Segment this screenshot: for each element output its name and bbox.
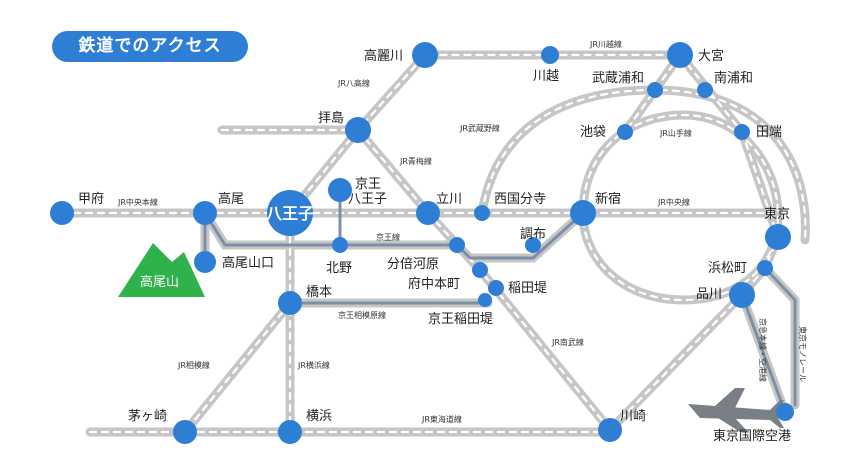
station-chofu — [525, 237, 541, 253]
label-ikebukuro: 池袋 — [580, 125, 606, 140]
station-ikebukuro — [617, 124, 633, 140]
station-shinagawa — [729, 282, 755, 308]
label-line-chuo: JR中央線 — [657, 197, 690, 207]
station-kofu — [50, 201, 74, 225]
label-fuchu-hommachi: 府中本町 — [408, 277, 460, 292]
station-omiya — [667, 42, 693, 68]
label-chofu: 調布 — [520, 227, 546, 242]
label-yokohama: 横浜 — [306, 409, 332, 424]
station-tachikawa — [416, 201, 440, 225]
label-line-tokaido: JR東海道線 — [421, 414, 462, 424]
track-keio-line — [203, 211, 585, 260]
label-kitano: 北野 — [326, 261, 352, 276]
label-line-keikyu: 京急本線・空港線 — [758, 318, 768, 382]
label-komagawa: 高麗川 — [364, 48, 403, 64]
station-takaosanguchi — [194, 251, 216, 273]
label-hashimoto: 橋本 — [306, 285, 332, 300]
hachioji-label: 八王子 — [265, 204, 314, 223]
label-kawagoe: 川越 — [533, 69, 559, 84]
label-shinjuku: 新宿 — [595, 191, 621, 207]
label-minami-urawa: 南浦和 — [714, 70, 753, 86]
station-tabata — [734, 124, 750, 140]
station-kitano — [332, 237, 348, 253]
label-line-monorail: 東京モノレール — [798, 326, 808, 382]
label-hamamatsucho: 浜松町 — [708, 261, 747, 276]
station-nishikokubunji — [474, 205, 490, 221]
line-labels: JR中央本線 JR中央線 JR八高線 JR川越線 JR武蔵野線 JR山手線 JR… — [117, 39, 808, 424]
label-takaosanguchi: 高尾山口 — [222, 255, 274, 271]
station-kawasaki — [598, 418, 622, 442]
station-keio-hachioji — [328, 178, 352, 202]
station-hachioji — [267, 190, 313, 236]
mount-takao-icon — [118, 243, 205, 297]
station-inagizutsumi — [488, 280, 504, 296]
label-inagizutsumi: 稲田堤 — [508, 281, 547, 296]
station-markers — [50, 42, 794, 444]
rail-tracks — [57, 50, 810, 437]
label-line-yamanote: JR山手線 — [659, 128, 692, 138]
station-hamamatsucho — [757, 260, 773, 276]
label-keio-hachioji-1: 京王 — [355, 177, 381, 192]
label-line-ome: JR青梅線 — [399, 156, 432, 166]
label-kofu: 甲府 — [78, 192, 104, 207]
station-tokyo — [765, 224, 791, 250]
track-keikyu-line — [740, 293, 787, 414]
station-fuchu-hommachi — [472, 262, 488, 278]
label-bubaigawara: 分倍河原 — [387, 257, 439, 272]
label-musashi-urawa: 武蔵浦和 — [592, 71, 644, 86]
label-haneda: 東京国際空港 — [713, 428, 791, 444]
label-shinagawa: 品川 — [696, 287, 722, 302]
station-takao — [193, 201, 217, 225]
station-komagawa — [412, 42, 438, 68]
station-minami-urawa — [697, 82, 713, 98]
station-bubaigawara — [449, 237, 465, 253]
map-title: 鉄道でのアクセス — [52, 31, 248, 62]
label-tokyo: 東京 — [764, 206, 790, 222]
label-line-keio: 京王線 — [376, 232, 400, 242]
label-line-musashino: JR武蔵野線 — [459, 123, 500, 133]
label-line-sagamihara: 京王相模原線 — [338, 310, 386, 320]
label-keio-inadazutsumi: 京王稲田堤 — [428, 312, 493, 327]
label-line-nambu: JR南武線 — [551, 337, 584, 347]
station-labels: 甲府 高尾 高尾山口 京王 八王子 北野 拝島 高麗川 川越 大宮 武蔵浦和 南… — [78, 48, 791, 444]
mountain-label: 高尾山 — [140, 274, 179, 290]
label-line-hachiko: JR八高線 — [337, 78, 370, 88]
label-kawasaki: 川崎 — [620, 409, 646, 424]
label-line-chuo-main: JR中央本線 — [117, 197, 158, 207]
station-kawagoe — [541, 46, 559, 64]
station-chigasaki — [173, 420, 197, 444]
label-tabata: 田端 — [756, 125, 782, 140]
label-line-yokohama: JR横浜線 — [297, 360, 330, 370]
airplane-icon — [688, 388, 790, 432]
label-chigasaki: 茅ヶ崎 — [128, 409, 167, 424]
label-nishikokubunji: 西国分寺 — [494, 192, 546, 207]
track-monorail — [760, 263, 800, 410]
station-shinjuku — [570, 200, 596, 226]
label-omiya: 大宮 — [698, 48, 724, 64]
station-keio-inadazutsumi — [478, 293, 492, 307]
station-haneda — [776, 403, 794, 421]
label-line-sagami: JR相模線 — [177, 360, 210, 370]
label-line-kawagoe: JR川越線 — [589, 39, 622, 49]
station-haijima — [345, 117, 371, 143]
station-hashimoto — [278, 291, 302, 315]
station-musashi-urawa — [647, 82, 663, 98]
label-tachikawa: 立川 — [436, 192, 462, 207]
label-takao: 高尾 — [218, 191, 244, 207]
track-monorail-line — [763, 266, 797, 407]
label-haijima: 拝島 — [318, 111, 344, 126]
track-yamanote — [578, 110, 783, 305]
label-keio-hachioji-2: 八王子 — [348, 192, 387, 207]
station-yokohama — [278, 420, 302, 444]
